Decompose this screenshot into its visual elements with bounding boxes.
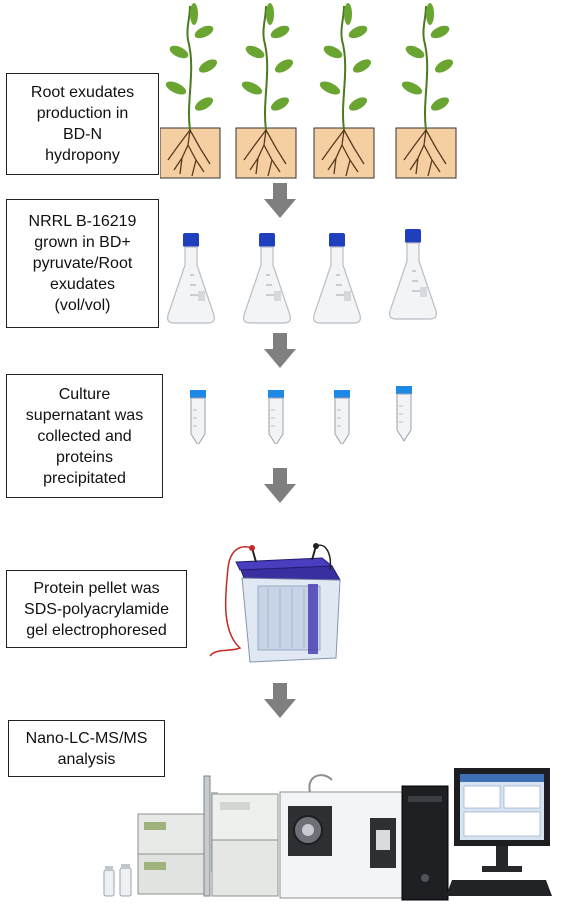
plant-icon	[160, 2, 221, 179]
flask-row	[167, 228, 437, 324]
down-arrow-icon	[264, 683, 296, 718]
step-box-root-exudates: Root exudates production in BD-N hydropo…	[6, 73, 159, 175]
step-box-supernatant: Culture supernatant was collected and pr…	[6, 374, 163, 498]
down-arrow-icon	[264, 468, 296, 503]
step-label: NRRL B-16219 grown in BD+ pyruvate/Root …	[28, 213, 137, 314]
step-label: Root exudates production in BD-N hydropo…	[30, 84, 135, 164]
flask-icon	[313, 232, 361, 324]
flask-icon	[243, 232, 291, 324]
step-box-culture-growth: NRRL B-16219 grown in BD+ pyruvate/Root …	[6, 199, 159, 328]
flask-icon	[389, 228, 437, 320]
plant-row	[160, 2, 457, 179]
flask-icon	[167, 232, 215, 324]
step-label: Nano-LC-MS/MS analysis	[25, 729, 148, 768]
plant-icon	[313, 2, 375, 179]
plant-icon	[395, 2, 457, 179]
falcon-tube-icon	[267, 389, 285, 444]
lc-ms-instrument-icon	[103, 768, 552, 901]
down-arrow-icon	[264, 333, 296, 368]
step-label: Protein pellet was SDS-polyacrylamide ge…	[24, 579, 169, 639]
falcon-tube-icon	[333, 389, 351, 444]
falcon-tube-icon	[395, 385, 413, 442]
down-arrow-icon	[264, 183, 296, 218]
step-box-nano-lc: Nano-LC-MS/MS analysis	[8, 720, 165, 777]
step-box-electrophoresis: Protein pellet was SDS-polyacrylamide ge…	[6, 570, 187, 648]
electrophoresis-tank-icon	[209, 543, 341, 663]
falcon-tube-icon	[189, 389, 207, 444]
plant-icon	[235, 2, 297, 179]
step-label: Culture supernatant was collected and pr…	[25, 385, 144, 487]
tube-row	[189, 385, 413, 444]
